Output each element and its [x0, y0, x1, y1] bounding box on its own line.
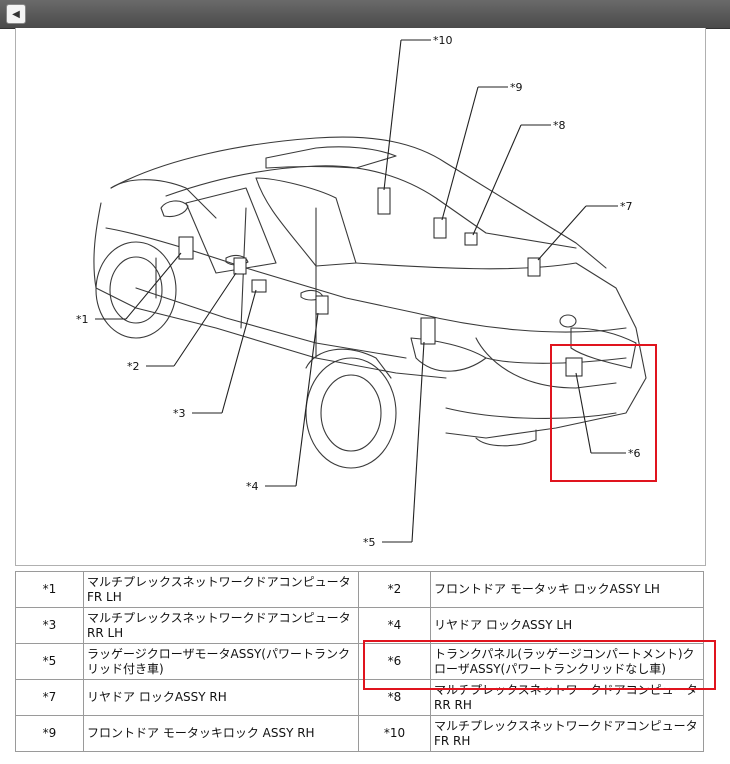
leader-lines: [95, 39, 626, 543]
part-6-marker: [565, 357, 583, 377]
part-number: *2: [358, 571, 431, 608]
part-number: *10: [358, 715, 431, 752]
toolbar: ◀: [0, 0, 730, 29]
table-row: *1 マルチプレックスネットワークドアコンピュータ FR LH *2 フロントド…: [15, 571, 704, 608]
callout-9: *9: [510, 81, 523, 94]
part-1-marker: [178, 236, 194, 260]
callout-7: *7: [620, 200, 633, 213]
back-arrow-icon: ◀: [12, 8, 20, 20]
part-name: フロントドア モータッキロック ASSY RH: [83, 715, 359, 752]
parts-table: *1 マルチプレックスネットワークドアコンピュータ FR LH *2 フロントド…: [15, 571, 704, 752]
callout-2: *2: [127, 360, 140, 373]
part-9-marker: [433, 217, 447, 239]
part-number: *7: [15, 679, 84, 716]
part-4-marker: [315, 295, 329, 315]
callout-1: *1: [76, 313, 89, 326]
part-3-marker: [251, 279, 267, 293]
car-outline: [93, 136, 647, 469]
part-name: マルチプレックスネットワークドアコンピュータ RR LH: [83, 607, 359, 644]
highlight-box-table: [363, 640, 716, 690]
part-number: *3: [15, 607, 84, 644]
callout-4: *4: [246, 480, 259, 493]
part-number: *6: [358, 643, 431, 680]
part-8-marker: [464, 232, 478, 246]
part-7-marker: [527, 257, 541, 277]
diagram-panel: *1 *2 *3 *4 *5 *6 *7 *8 *9 *10: [15, 28, 706, 566]
part-number: *1: [15, 571, 84, 608]
part-2-marker: [233, 257, 247, 275]
callout-10: *10: [433, 34, 453, 47]
highlight-box-diagram: [550, 344, 657, 482]
callout-6: *6: [628, 447, 641, 460]
callout-labels: *1 *2 *3 *4 *5 *6 *7 *8 *9 *10: [76, 34, 641, 549]
part-name: リヤドア ロックASSY LH: [430, 607, 704, 644]
callout-8: *8: [553, 119, 566, 132]
part-name: マルチプレックスネットワークドアコンピュータ FR LH: [83, 571, 359, 608]
part-name: ラッゲージクローザモータASSY(パワートランクリッド付き車): [83, 643, 359, 680]
table-row: *9 フロントドア モータッキロック ASSY RH *10 マルチプレックスネ…: [15, 715, 704, 752]
table-row: *7 リヤドア ロックASSY RH *8 マルチプレックスネットワークドアコン…: [15, 679, 704, 716]
part-name: マルチプレックスネットワークドアコンピュータ RR RH: [430, 679, 704, 716]
callout-5: *5: [363, 536, 376, 549]
part-number: *4: [358, 607, 431, 644]
part-name: リヤドア ロックASSY RH: [83, 679, 359, 716]
part-5-marker: [420, 317, 436, 345]
component-markers: [178, 187, 583, 377]
back-button[interactable]: ◀: [6, 4, 26, 24]
table-row: *3 マルチプレックスネットワークドアコンピュータ RR LH *4 リヤドア …: [15, 607, 704, 644]
part-number: *5: [15, 643, 84, 680]
part-10-marker: [377, 187, 391, 215]
car-diagram: *1 *2 *3 *4 *5 *6 *7 *8 *9 *10: [76, 34, 647, 549]
callout-3: *3: [173, 407, 186, 420]
part-name: マルチプレックスネットワークドアコンピュータ FR RH: [430, 715, 704, 752]
part-number: *9: [15, 715, 84, 752]
part-name: フロントドア モータッキ ロックASSY LH: [430, 571, 704, 608]
